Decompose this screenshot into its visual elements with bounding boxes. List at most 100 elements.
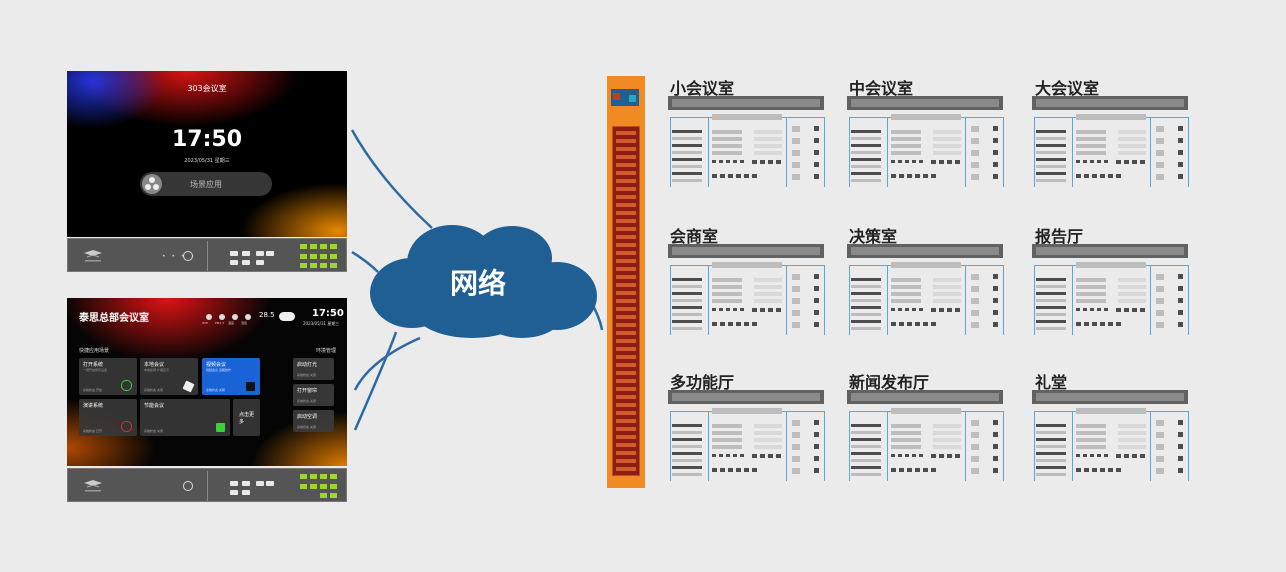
tile-speech-system[interactable]: 演讲系统系统状态 已开 — [79, 399, 137, 436]
rack-slot — [616, 323, 636, 327]
tile-local-meeting[interactable]: 本地会议本地投屏 扩展显示系统状态 关闭 — [140, 358, 198, 395]
env-tile-aircon[interactable]: 启动空调系统状态 关闭 — [293, 410, 334, 432]
diagram-element — [1036, 327, 1066, 330]
diagram-element — [1150, 265, 1151, 335]
diagram-element — [754, 144, 782, 148]
diagram-element — [907, 174, 912, 178]
diagram-element — [851, 424, 881, 427]
diagram-element — [792, 298, 800, 304]
diagram-element — [1036, 299, 1066, 302]
diagram-element — [971, 286, 979, 292]
diagram-element — [899, 174, 904, 178]
diagram-element — [1118, 431, 1146, 435]
rack-device-bar — [1032, 244, 1188, 258]
env-tile-lights[interactable]: 启动灯光系统状态 关闭 — [293, 358, 334, 380]
diagram-element — [1118, 285, 1146, 289]
diagram-element — [931, 468, 936, 472]
diagram-element — [851, 320, 881, 323]
diagram-element — [1116, 454, 1121, 458]
diagram-element — [1178, 162, 1183, 167]
diagram-element — [919, 308, 923, 311]
diagram-element — [814, 298, 819, 303]
diagram-element — [1003, 265, 1004, 335]
diagram-element — [712, 468, 717, 472]
tile-more[interactable]: 点击更多 — [233, 399, 260, 436]
diagram-element — [1150, 117, 1151, 187]
diagram-element — [971, 432, 979, 438]
diagram-element — [919, 454, 923, 457]
room-name: 礼堂 — [1035, 373, 1068, 392]
rack-device-bar — [847, 390, 1003, 404]
diagram-element — [1116, 174, 1121, 178]
diagram-element — [971, 150, 979, 156]
power-knob-icon — [183, 481, 193, 491]
divider — [207, 471, 208, 501]
diagram-element — [851, 285, 881, 288]
diagram-element — [993, 456, 998, 461]
diagram-element — [923, 174, 928, 178]
diagram-element — [851, 445, 881, 448]
diagram-element — [1108, 174, 1113, 178]
tile-video-meeting[interactable]: 视频会议视频会议 远程协作系统状态 关闭 — [202, 358, 260, 395]
room-title: 303会议室 — [187, 84, 227, 93]
diagram-element — [712, 292, 742, 296]
diagram-element — [1036, 431, 1066, 434]
diagram-element — [672, 473, 702, 476]
diagram-element — [792, 162, 800, 168]
diagram-element — [733, 308, 737, 311]
tile-open-system[interactable]: 打开系统一键开启所有设备系统状态 开启 — [79, 358, 137, 395]
diagram-element — [851, 278, 881, 281]
diagram-element — [993, 150, 998, 155]
diagram-element — [1108, 468, 1113, 472]
diagram-element — [1083, 454, 1087, 457]
diagram-element — [1156, 322, 1164, 328]
diagram-element — [672, 445, 702, 448]
diagram-element — [672, 292, 702, 295]
env-tile-curtains[interactable]: 打开窗帘系统状态 关闭 — [293, 384, 334, 406]
diagram-element — [672, 172, 702, 175]
diagram-element — [891, 468, 896, 472]
diagram-element — [939, 454, 944, 458]
diagram-element — [736, 322, 741, 326]
diagram-element — [672, 285, 702, 288]
diagram-element — [814, 322, 819, 327]
diagram-element — [1036, 306, 1066, 309]
diagram-element — [720, 322, 725, 326]
diagram-element — [752, 454, 757, 458]
diagram-element — [939, 308, 944, 312]
diagram-element — [849, 117, 850, 187]
room-name: 新闻发布厅 — [849, 373, 930, 392]
diagram-element — [1124, 454, 1129, 458]
diagram-element — [1076, 151, 1106, 155]
diagram-element — [993, 322, 998, 327]
diagram-element — [1092, 322, 1097, 326]
diagram-element — [1116, 322, 1121, 326]
scene-button[interactable]: 场景应用 — [140, 172, 272, 196]
diagram-element — [1084, 322, 1089, 326]
diagram-element — [851, 172, 881, 175]
diagram-element — [1076, 137, 1106, 141]
diagram-element — [792, 150, 800, 156]
diagram-element — [1178, 456, 1183, 461]
diagram-element — [1156, 456, 1164, 462]
tile-energy-saving[interactable]: 节能会议系统状态 关闭 — [140, 399, 230, 436]
diagram-element — [1034, 265, 1035, 335]
diagram-element — [754, 438, 782, 442]
status-indicator: 温度 — [228, 314, 240, 325]
diagram-element — [754, 278, 782, 282]
diagram-element — [851, 431, 881, 434]
diagram-element — [939, 160, 944, 164]
io-ports — [214, 249, 274, 269]
panel-title: 泰思总部会议室 — [79, 313, 149, 324]
diagram-element — [728, 174, 733, 178]
diagram-element — [1036, 144, 1066, 147]
diagram-element — [814, 174, 819, 179]
diagram-element — [891, 299, 921, 303]
leaf-icon — [216, 423, 225, 432]
diagram-element — [712, 454, 716, 457]
diagram-element — [933, 151, 961, 155]
diagram-element — [993, 174, 998, 179]
diagram-element — [1072, 265, 1073, 335]
clock: 17:50 — [312, 308, 344, 319]
diagram-element — [740, 160, 744, 163]
